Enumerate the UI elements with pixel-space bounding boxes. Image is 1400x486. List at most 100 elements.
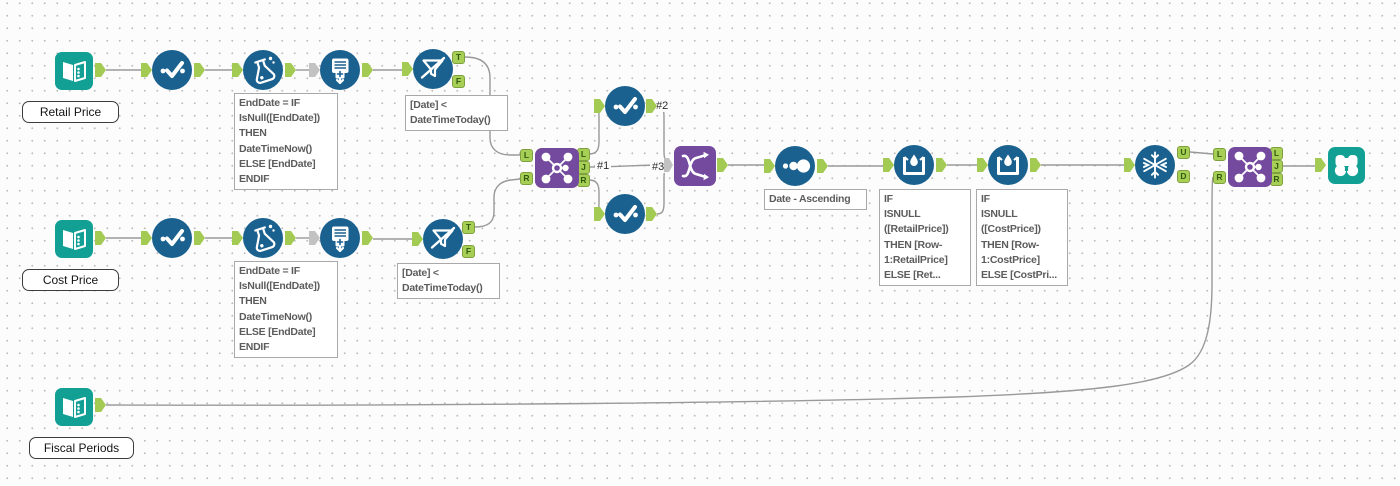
multi-row-formula-tool-retail[interactable] (894, 145, 934, 185)
wire-fiscal-join2-right[interactable] (105, 176, 1214, 406)
input-anchor[interactable] (764, 159, 775, 173)
tool-name-retail-price[interactable]: Retail Price (22, 101, 119, 123)
select-tool-cost[interactable] (152, 218, 192, 258)
annotation-cost-date-filter[interactable]: [Date] < DateTimeToday() (397, 263, 500, 300)
union-icon (681, 151, 709, 181)
filter-icon (420, 56, 446, 79)
input-anchor[interactable] (232, 63, 243, 77)
select-tool-join-left[interactable] (605, 86, 645, 126)
union-tool[interactable] (674, 146, 716, 186)
select-icon (613, 97, 638, 114)
input-data-tool-fiscal[interactable] (55, 388, 93, 426)
unique-tool[interactable] (1135, 145, 1175, 185)
input-data-icon (63, 229, 86, 250)
annotation-retail-enddate-formula[interactable]: EndDate = IF IsNull([EndDate]) THEN Date… (234, 93, 338, 191)
union-multi-input-anchor[interactable] (664, 158, 673, 172)
formula-tool-cost[interactable] (243, 218, 283, 258)
input-anchor[interactable] (883, 158, 894, 172)
select-tool-retail[interactable] (152, 50, 192, 90)
tool-name-cost-price[interactable]: Cost Price (22, 269, 119, 291)
output-anchor[interactable] (95, 398, 106, 412)
annotation-retail-date-filter[interactable]: [Date] < DateTimeToday() (405, 95, 508, 132)
unique-duplicate-anchor[interactable]: D (1177, 170, 1190, 183)
wire-select-top-union[interactable] (656, 105, 668, 162)
filter-true-anchor[interactable]: T (462, 221, 475, 234)
connection-label-1: #1 (595, 160, 612, 172)
connection-label-2: #2 (654, 100, 671, 112)
annotation-cost-multirow-formula[interactable]: IF ISNULL ([CostPrice]) THEN [Row- 1:Cos… (976, 189, 1068, 287)
sort-tool[interactable] (775, 146, 815, 186)
filter-true-anchor[interactable]: T (452, 51, 465, 64)
output-anchor[interactable] (1030, 158, 1041, 172)
wire-cost-filter-true-join-right[interactable] (474, 178, 521, 228)
output-anchor[interactable] (646, 207, 657, 221)
input-anchor[interactable] (594, 207, 605, 221)
output-anchor[interactable] (194, 63, 205, 77)
input-anchor[interactable] (977, 158, 988, 172)
annotation-cost-enddate-formula[interactable]: EndDate = IF IsNull([EndDate]) THEN Date… (234, 261, 338, 359)
unique-snowflake-icon (1142, 151, 1168, 179)
output-anchor[interactable] (717, 158, 728, 172)
generate-rows-tool-cost[interactable] (320, 218, 360, 258)
filter-tool-cost[interactable] (423, 219, 463, 259)
join-tool-1[interactable] (535, 148, 579, 188)
input-anchor[interactable] (141, 231, 152, 245)
output-anchor[interactable] (362, 231, 373, 245)
output-anchor[interactable] (95, 231, 106, 245)
join-right-output-anchor[interactable]: R (577, 174, 590, 187)
join2-left-input-anchor[interactable]: L (1213, 148, 1226, 161)
output-anchor[interactable] (362, 63, 373, 77)
wire-join-left-select[interactable] (588, 105, 600, 155)
join-right-input-anchor[interactable]: R (520, 172, 533, 185)
browse-binoculars-icon (1334, 155, 1359, 177)
input-data-icon (63, 397, 86, 418)
wire-retail-filter-true-join-left[interactable] (464, 56, 520, 156)
browse-tool[interactable] (1328, 147, 1365, 184)
input-anchor[interactable] (141, 63, 152, 77)
input-data-tool-cost[interactable] (55, 220, 93, 258)
output-anchor[interactable] (194, 231, 205, 245)
formula-flask-icon (254, 224, 276, 252)
filter-icon (430, 226, 456, 249)
input-anchor[interactable] (412, 232, 423, 246)
join-icon (1234, 151, 1266, 183)
input-anchor[interactable] (1315, 158, 1326, 172)
input-anchor[interactable] (594, 99, 605, 113)
generate-rows-tool-retail[interactable] (320, 50, 360, 90)
optional-input-anchor[interactable] (309, 63, 320, 77)
input-anchor[interactable] (1124, 158, 1135, 172)
output-anchor[interactable] (817, 159, 828, 173)
wire-unique-u-join2-left[interactable] (1189, 151, 1214, 155)
filter-tool-retail[interactable] (413, 49, 453, 89)
multi-row-formula-icon (997, 154, 1019, 175)
filter-false-anchor[interactable]: F (452, 75, 465, 88)
wire-select-bottom-union[interactable] (656, 167, 668, 215)
sort-icon (782, 159, 811, 173)
output-anchor[interactable] (936, 158, 947, 172)
join-left-input-anchor[interactable]: L (520, 149, 533, 162)
input-anchor[interactable] (402, 62, 413, 76)
input-data-icon (63, 61, 86, 82)
formula-tool-retail[interactable] (243, 50, 283, 90)
annotation-sort-order[interactable]: Date - Ascending (764, 189, 867, 211)
join2-right-input-anchor[interactable]: R (1213, 171, 1226, 184)
tool-name-fiscal-periods[interactable]: Fiscal Periods (29, 437, 134, 459)
multi-row-formula-tool-cost[interactable] (988, 145, 1028, 185)
optional-input-anchor[interactable] (309, 231, 320, 245)
join-icon (541, 152, 573, 184)
input-anchor[interactable] (232, 231, 243, 245)
select-tool-join-right[interactable] (605, 194, 645, 234)
output-anchor[interactable] (95, 63, 106, 77)
annotation-retail-multirow-formula[interactable]: IF ISNULL ([RetailPrice]) THEN [Row- 1:R… (879, 189, 971, 287)
filter-false-anchor[interactable]: F (462, 245, 475, 258)
multi-row-formula-icon (903, 154, 925, 175)
unique-unique-anchor[interactable]: U (1177, 146, 1190, 159)
output-anchor[interactable] (285, 63, 296, 77)
output-anchor[interactable] (285, 231, 296, 245)
input-data-tool-retail[interactable] (55, 52, 93, 90)
output-anchor[interactable] (646, 99, 657, 113)
generate-rows-icon (332, 58, 349, 85)
join-tool-2[interactable] (1228, 147, 1272, 187)
select-icon (613, 205, 638, 222)
